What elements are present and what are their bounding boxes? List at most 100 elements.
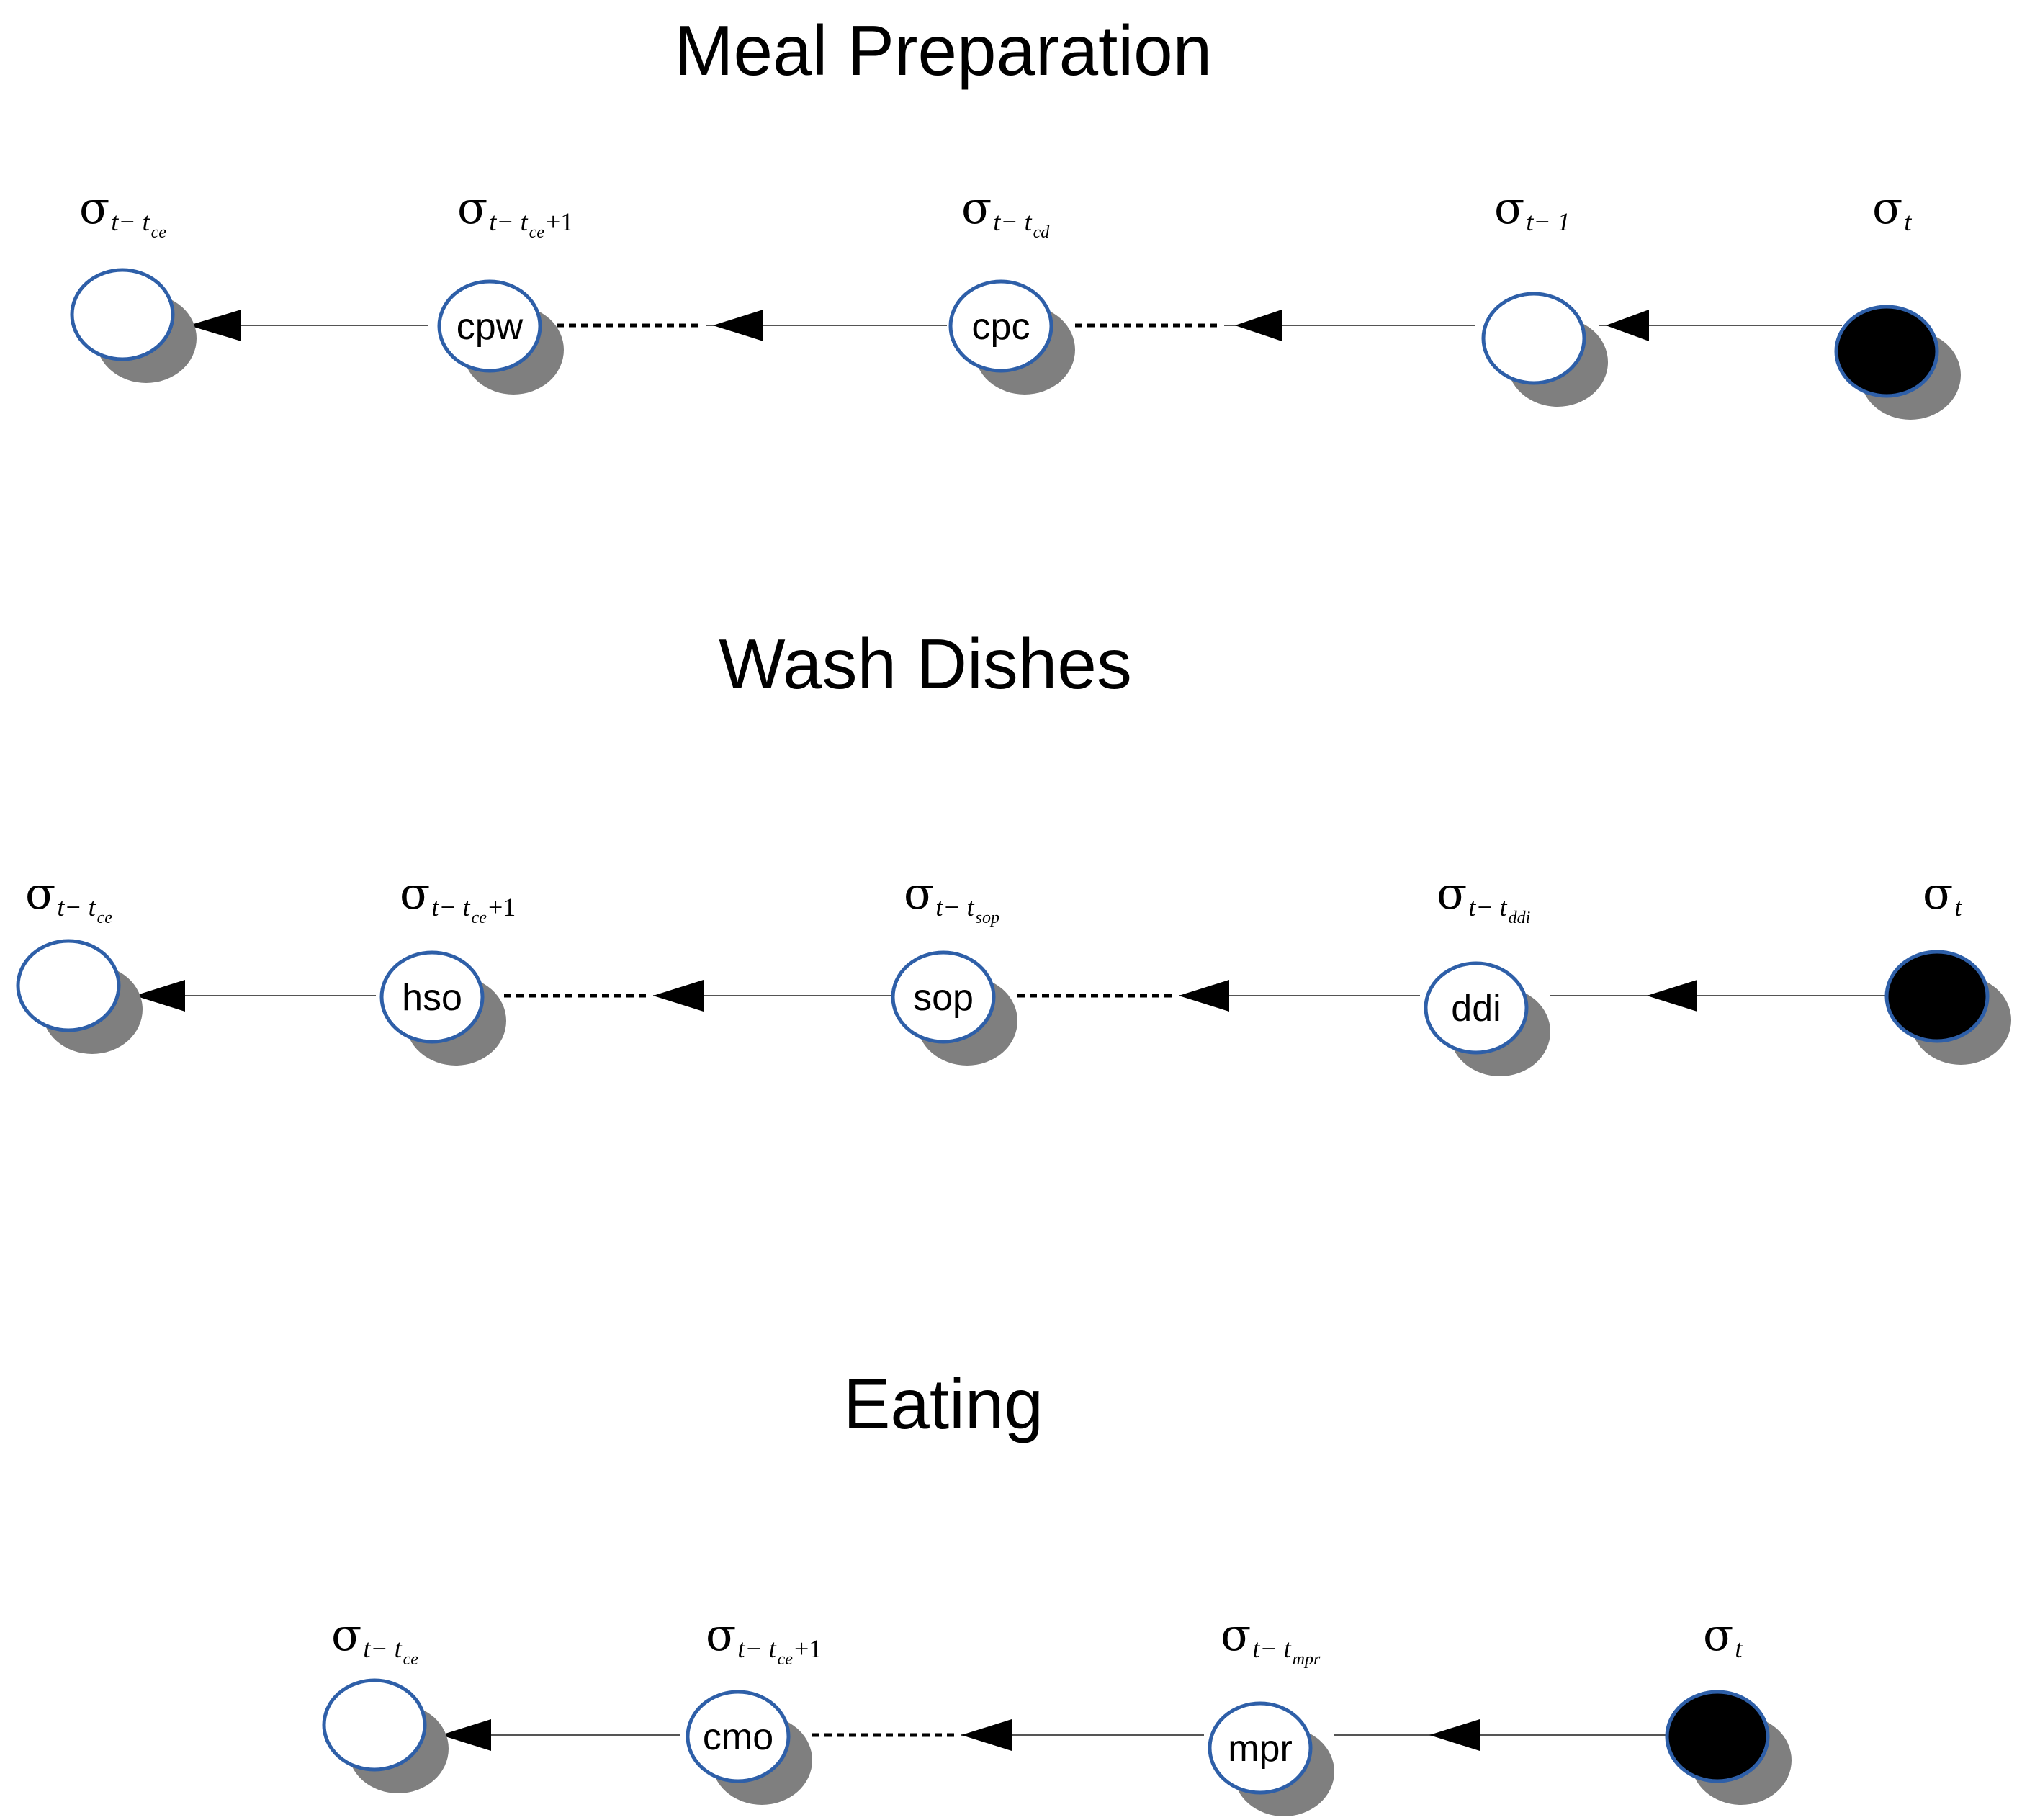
sigma-subscript: t− t <box>993 207 1032 236</box>
arrowhead <box>713 310 763 341</box>
node-cmo: cmo σt− tce+1 <box>686 1608 822 1805</box>
node-circle <box>1208 1701 1313 1795</box>
sigma-offset: +1 <box>488 893 516 922</box>
sigma-subscript: t− t <box>1252 1634 1291 1663</box>
node-current-state: σt <box>1834 181 1961 420</box>
node-label: cmo <box>703 1716 773 1758</box>
node-circle <box>686 1690 791 1783</box>
sigma-sub-subscript: ce <box>403 1650 419 1669</box>
node-circle <box>1884 950 1990 1043</box>
arrowhead <box>135 980 185 1012</box>
sigma-label: σt− tcd <box>961 181 1050 242</box>
sigma-label: σt <box>1703 1608 1743 1663</box>
sigma-label: σt− tddi <box>1437 867 1530 927</box>
node-label: hso <box>402 977 462 1019</box>
edge-dashed <box>504 980 894 1012</box>
sigma-label: σt− tsop <box>904 867 999 927</box>
arrowhead <box>1429 1719 1480 1751</box>
node-circle <box>1481 292 1586 385</box>
sigma-sub-subscript: ce <box>529 223 545 242</box>
sigma-sub-subscript: ddi <box>1509 909 1531 927</box>
sigma-subscript: t− t <box>363 1634 402 1663</box>
sigma-symbol: σ <box>1923 867 1953 919</box>
node-circle <box>891 950 996 1044</box>
edge-dashed <box>1074 310 1475 341</box>
arrowhead <box>1179 980 1229 1012</box>
node-label: cpw <box>457 306 524 348</box>
node-empty: σt− tce <box>16 867 143 1054</box>
sigma-offset: +1 <box>794 1634 822 1663</box>
sigma-subscript: t− t <box>111 207 150 236</box>
diagram-title-meal-preparation: Meal Preparation <box>675 11 1212 90</box>
node-current-state: σt <box>1665 1608 1792 1805</box>
node-hso: hso σt− tce+1 <box>379 867 516 1066</box>
sigma-sub-subscript: ce <box>778 1650 794 1669</box>
sigma-label: σt− tce <box>79 181 166 242</box>
node-circle <box>948 279 1053 373</box>
arrowhead <box>653 980 704 1012</box>
sigma-symbol: σ <box>904 867 934 919</box>
sigma-subscript: t− t <box>489 207 528 236</box>
node-circle <box>437 279 542 373</box>
node-empty: σt− tce <box>322 1608 449 1793</box>
sigma-sub-subscript: cd <box>1033 223 1051 242</box>
sigma-symbol: σ <box>79 181 109 234</box>
sigma-symbol: σ <box>1872 181 1902 234</box>
edge-dashed <box>1017 980 1420 1012</box>
node-label: ddi <box>1451 988 1501 1030</box>
node-label: sop <box>913 977 974 1019</box>
edge-solid <box>1599 310 1842 341</box>
arrowhead <box>1235 310 1282 341</box>
node-circle <box>1665 1690 1770 1783</box>
sigma-symbol: σ <box>1221 1608 1251 1661</box>
arrowhead <box>1606 310 1649 341</box>
edge-dashed <box>810 1719 1204 1751</box>
sigma-symbol: σ <box>961 181 992 234</box>
edge-solid <box>1550 980 1892 1012</box>
sigma-offset: +1 <box>546 207 573 236</box>
sigma-label: σt <box>1872 181 1912 236</box>
sigma-sub-subscript: mpr <box>1293 1650 1321 1669</box>
edge-dashed <box>441 1719 680 1751</box>
edge-solid <box>189 310 428 341</box>
diagram-title-wash-dishes: Wash Dishes <box>719 624 1132 703</box>
node-circle <box>70 268 175 361</box>
edge-dashed <box>135 980 376 1012</box>
arrowhead <box>441 1719 491 1751</box>
sigma-symbol: σ <box>400 867 430 919</box>
node-circle <box>379 950 485 1044</box>
sigma-label: σt− tce <box>331 1608 418 1669</box>
sigma-label: σt− 1 <box>1494 181 1571 236</box>
sigma-label: σt− tce <box>25 867 112 927</box>
node-circle <box>1834 305 1939 398</box>
sigma-subscript: t− t <box>737 1634 776 1663</box>
sigma-subscript: t− t <box>57 893 96 922</box>
sigma-symbol: σ <box>457 181 487 234</box>
sigma-subscript: t <box>1954 893 1962 922</box>
sigma-label: σt− tmpr <box>1221 1608 1321 1669</box>
sigma-symbol: σ <box>1703 1608 1733 1661</box>
diagram-title-eating: Eating <box>843 1364 1043 1443</box>
sigma-label: σt <box>1923 867 1962 922</box>
node-cpw: cpw σt− tce+1 <box>437 181 573 395</box>
sigma-subscript: t <box>1904 207 1912 236</box>
sigma-sub-subscript: ce <box>97 909 113 927</box>
arrowhead <box>189 310 241 341</box>
sigma-subscript: t− t <box>935 893 974 922</box>
arrowhead <box>1647 980 1697 1012</box>
sigma-symbol: σ <box>1494 181 1524 234</box>
sigma-symbol: σ <box>706 1608 736 1661</box>
sigma-subscript: t− t <box>431 893 470 922</box>
sigma-sub-subscript: ce <box>472 909 487 927</box>
edge-solid <box>1334 1719 1673 1751</box>
sigma-symbol: σ <box>331 1608 361 1661</box>
edge-dashed <box>551 310 947 341</box>
